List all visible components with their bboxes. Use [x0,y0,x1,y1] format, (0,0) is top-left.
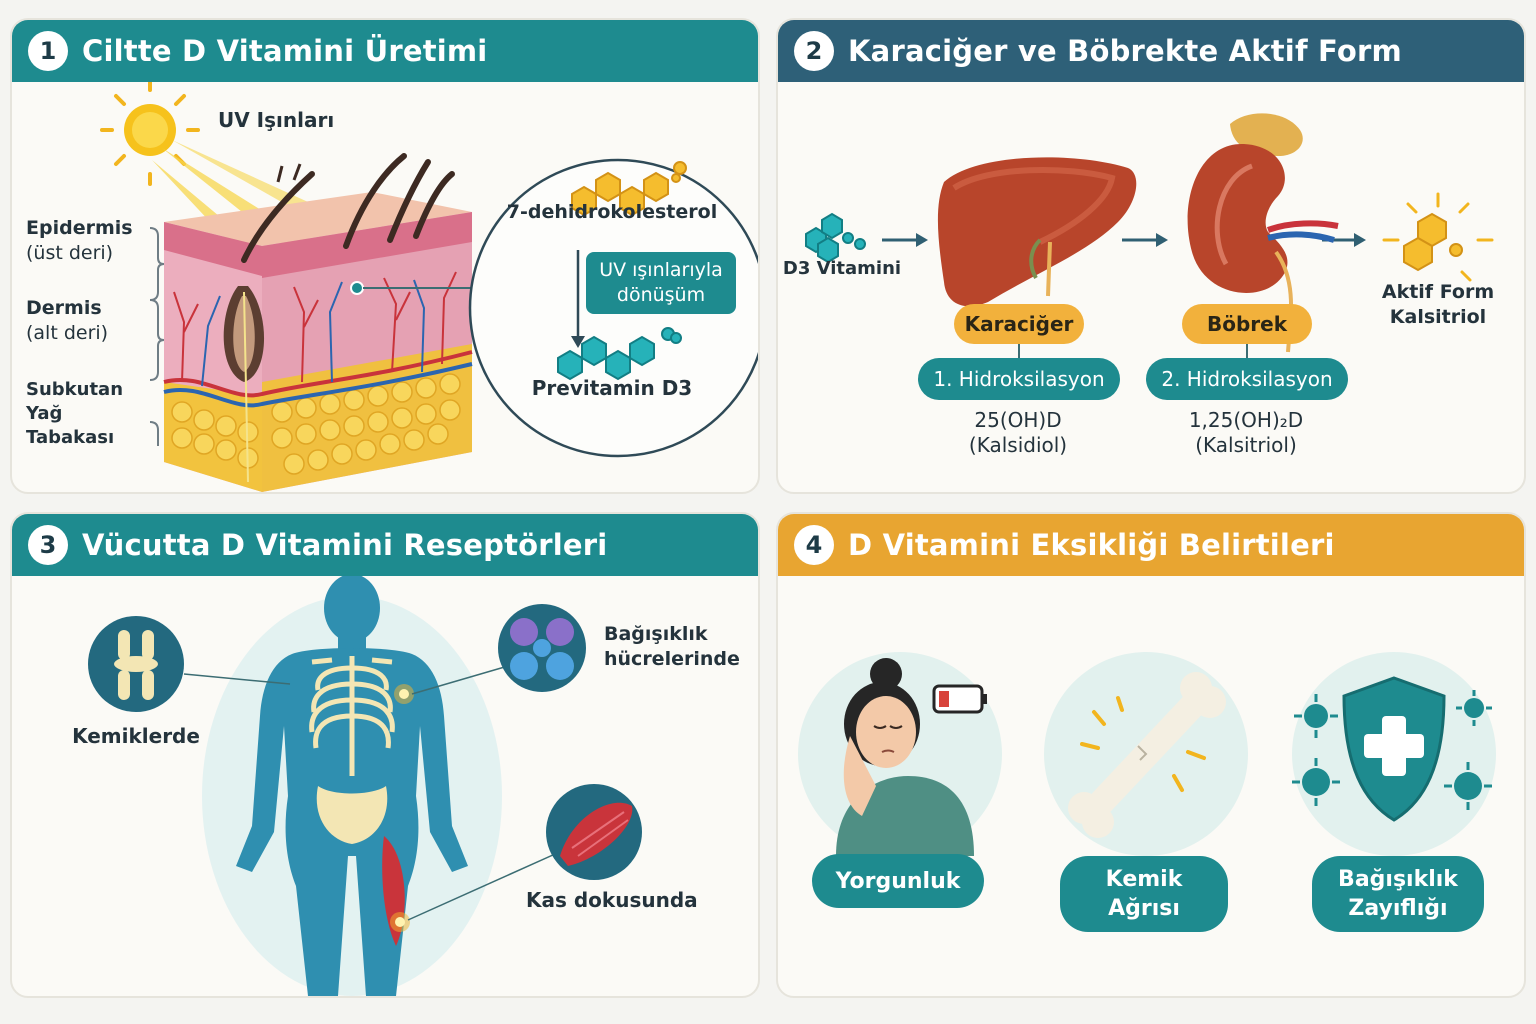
panel-skin-production: 1 Ciltte D Vitamini Üretimi [10,18,760,494]
panel-title: Vücutta D Vitamini Reseptörleri [82,528,608,562]
immune-cells-icon [498,604,586,692]
tired-woman-icon [798,652,1002,856]
panel-number: 2 [794,31,834,71]
panel-header: 4 D Vitamini Eksikliği Belirtileri [778,514,1524,576]
activation-pathway [805,113,1494,353]
uv-label: UV Işınları [218,108,335,132]
molecule-icon [805,212,866,264]
receptor-label-bones: Kemiklerde [72,724,200,748]
step-badge-2: 2. Hidroksilasyon [1146,358,1348,400]
liver-icon [937,157,1137,307]
kidney-icon [1187,113,1339,353]
broken-bone-icon [1044,652,1248,856]
receptor-label-immune: Bağışıklık hücrelerinde [604,623,740,670]
knee-joint-icon [88,616,184,712]
shield-icon [1292,652,1496,856]
molecule-icon [571,161,687,217]
symptom-badge-immunity: Bağışıklık Zayıflığı [1312,856,1484,932]
panel-header: 3 Vücutta D Vitamini Reseptörleri [12,514,758,576]
molecule-top-label: 7-dehidrokolesterol [506,201,718,223]
layer-braces [149,227,165,446]
panel-symptoms: 4 D Vitamini Eksikliği Belirtileri [776,512,1526,998]
sun-icon [100,82,200,186]
layer-label-subcutaneous: Subkutan Yağ Tabakası [26,379,124,448]
product-kidney: 1,25(OH)₂D (Kalsitriol) [1188,408,1304,457]
flow-arrows [882,233,1366,247]
organ-badge-liver: Karaciğer [954,304,1084,344]
panel-header: 1 Ciltte D Vitamini Üretimi [12,20,758,82]
molecule-icon [1382,192,1494,282]
panel-title: Karaciğer ve Böbrekte Aktif Form [848,34,1402,68]
skin-cross-section-icon [163,153,613,492]
receptor-highlight [390,684,414,932]
layer-label-dermis: Dermis (alt deri) [26,297,109,344]
panel-title: Ciltte D Vitamini Üretimi [82,34,488,68]
molecule-icon [557,327,682,381]
connector [1018,344,1020,364]
muscle-icon [546,784,642,880]
virus-icon [1292,690,1492,810]
active-form-label: Aktif Form Kalsitriol [1381,281,1495,328]
low-battery-icon [932,684,987,714]
panel-number: 1 [28,31,68,71]
product-liver: 25(OH)D (Kalsidiol) [968,408,1068,457]
pelvis [316,786,388,844]
receptor-label-muscle: Kas dokusunda [526,888,698,912]
connector [1246,344,1248,364]
panel-header: 2 Karaciğer ve Böbrekte Aktif Form [778,20,1524,82]
symptom-badge-fatigue: Yorgunluk [812,854,984,908]
panel-number: 3 [28,525,68,565]
symptom-illustrations [798,652,1496,856]
panel-number: 4 [794,525,834,565]
panel-title: D Vitamini Eksikliği Belirtileri [848,528,1335,562]
panel-receptors: 3 Vücutta D Vitamini Reseptörleri [10,512,760,998]
step-badge-1: 1. Hidroksilasyon [918,358,1120,400]
panel-liver-kidney: 2 Karaciğer ve Böbrekte Aktif Form [776,18,1526,494]
conversion-box: UV ışınlarıyla dönüşüm [586,252,736,314]
molecule-bottom-label: Previtamin D3 [531,376,693,400]
rib-cage [309,656,395,776]
d3-vitamin-label: D3 Vitamini [782,258,902,279]
receptor-illustration [88,576,642,996]
organ-badge-kidney: Böbrek [1182,304,1312,344]
symptom-badge-bone-pain: Kemik Ağrısı [1060,856,1228,932]
layer-label-epidermis: Epidermis (üst deri) [26,217,133,264]
